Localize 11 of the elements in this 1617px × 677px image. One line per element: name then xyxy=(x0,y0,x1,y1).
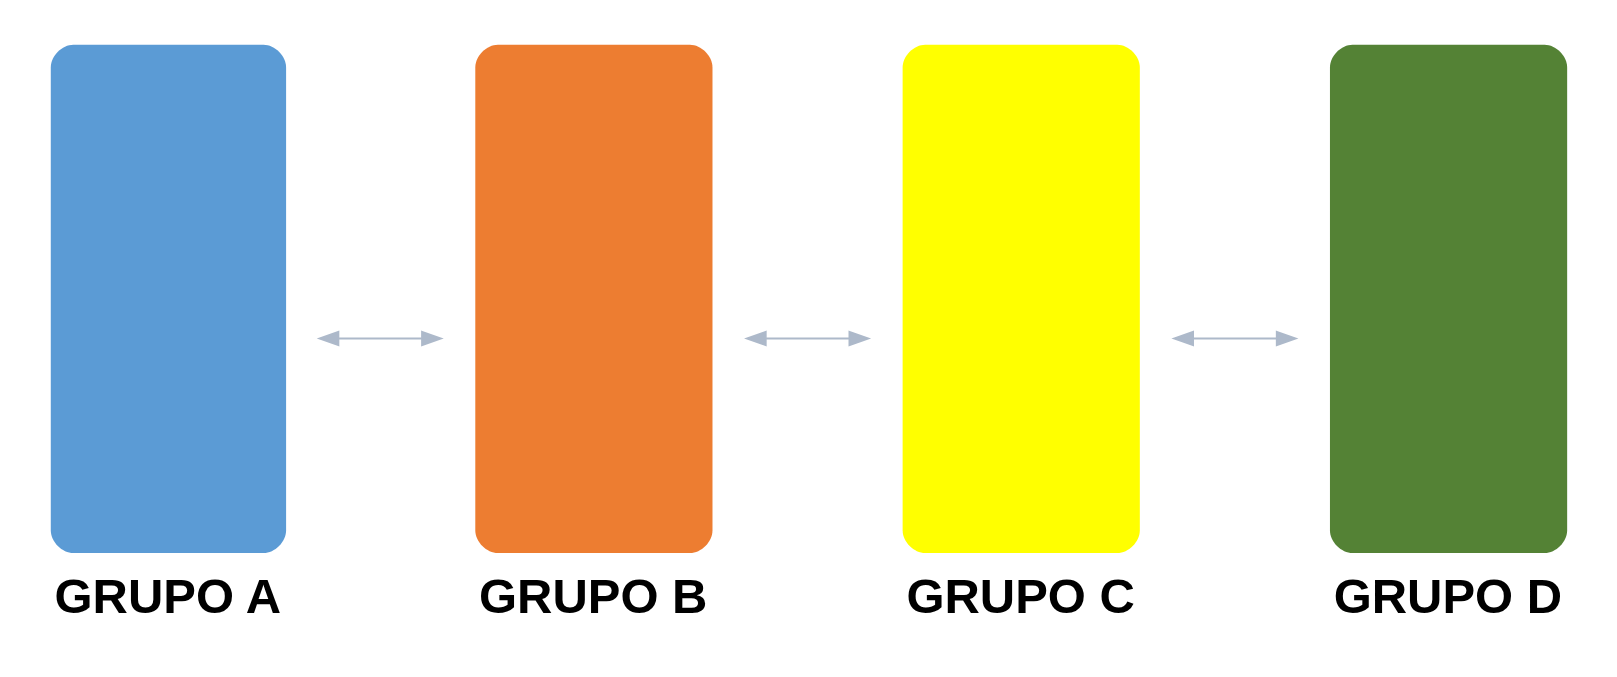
node-label: GRUPO D xyxy=(1333,568,1563,623)
arrow xyxy=(1171,330,1299,347)
node-box xyxy=(902,44,1140,554)
node-label: GRUPO C xyxy=(906,568,1135,623)
node-box xyxy=(50,44,287,554)
node-label: GRUPO A xyxy=(54,568,282,623)
arrow xyxy=(744,330,872,347)
arrow xyxy=(316,330,444,347)
node-box xyxy=(1329,44,1568,554)
node-label: GRUPO B xyxy=(479,568,708,623)
node-box xyxy=(475,44,713,554)
